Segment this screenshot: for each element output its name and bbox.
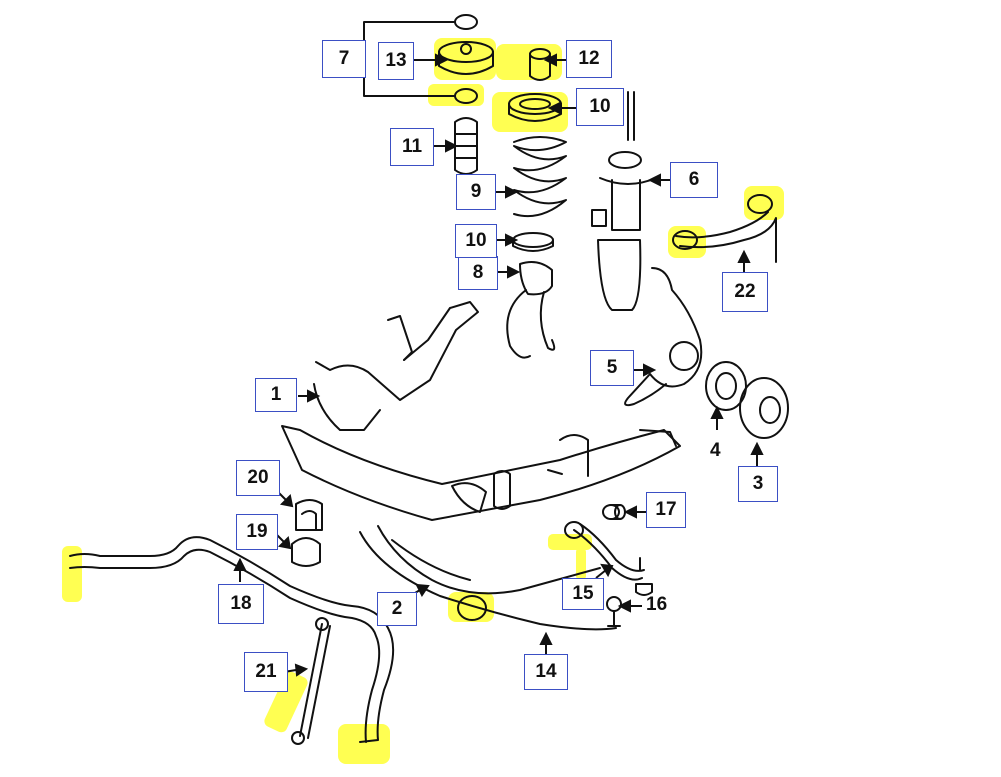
- callout-13: 13: [378, 42, 414, 80]
- callout-19: 19: [236, 514, 278, 550]
- callout-16: 16: [646, 594, 668, 615]
- highlight-marks: [62, 38, 784, 764]
- callout-1: 1: [255, 378, 297, 412]
- callout-2: 2: [377, 592, 417, 626]
- callout-17: 17: [646, 492, 686, 528]
- callout-10-upper: 10: [576, 88, 624, 126]
- callout-12: 12: [566, 40, 612, 78]
- leader-lines: [233, 53, 764, 677]
- callout-21: 21: [244, 652, 288, 692]
- callout-6: 6: [670, 162, 718, 198]
- callout-9: 9: [456, 174, 496, 210]
- callout-18: 18: [218, 584, 264, 624]
- callout-7: 7: [322, 40, 366, 78]
- callout-22: 22: [722, 272, 768, 312]
- callout-4: 4: [710, 440, 721, 461]
- callout-10-lower: 10: [455, 224, 497, 258]
- callout-20: 20: [236, 460, 280, 496]
- callout-11: 11: [390, 128, 434, 166]
- callout-3: 3: [738, 466, 778, 502]
- callout-14: 14: [524, 654, 568, 690]
- callout-8: 8: [458, 256, 498, 290]
- callout-5: 5: [590, 350, 634, 386]
- callout-15: 15: [562, 578, 604, 610]
